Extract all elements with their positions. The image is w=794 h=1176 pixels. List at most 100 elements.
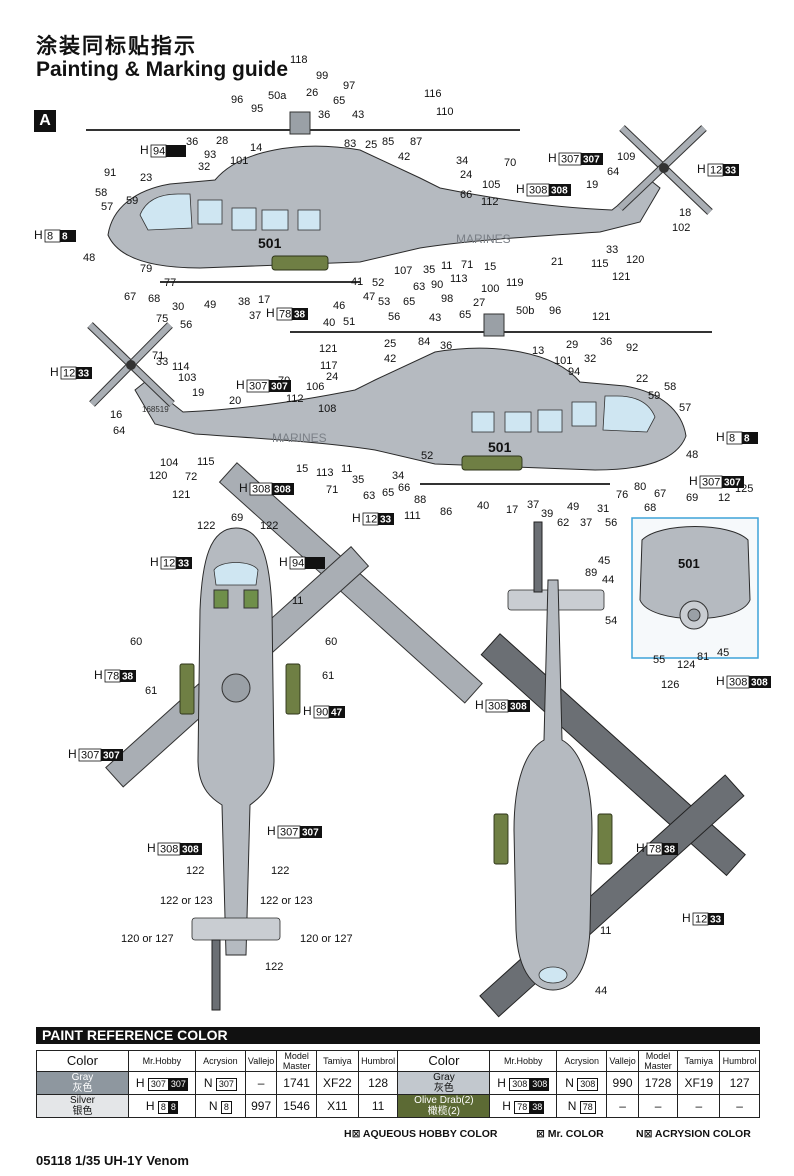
part-callout: 122 bbox=[186, 865, 204, 877]
part-callout: 40 bbox=[477, 500, 489, 512]
part-callout: 58 bbox=[95, 187, 107, 199]
part-callout: 105 bbox=[482, 179, 500, 191]
header-tamiya: Tamiya bbox=[315, 1050, 359, 1072]
part-callout: 76 bbox=[616, 489, 628, 501]
code-number: 12 bbox=[63, 368, 75, 380]
part-callout: 35 bbox=[352, 474, 364, 486]
part-callout: 102 bbox=[672, 222, 690, 234]
part-callout: 34 bbox=[392, 470, 404, 482]
part-callout: 88 bbox=[414, 494, 426, 506]
scheme-badge: A bbox=[34, 110, 56, 132]
code-number: 38 bbox=[294, 310, 306, 321]
part-callout: 41 bbox=[351, 276, 363, 288]
legend-aqueous: H⊠ AQUEOUS HOBBY COLOR bbox=[344, 1128, 498, 1140]
part-callout: 57 bbox=[101, 201, 113, 213]
part-callout: 36 bbox=[186, 136, 198, 148]
part-callout: 85 bbox=[382, 136, 394, 148]
cockpit-window bbox=[139, 193, 193, 231]
header-model-master: Model Master bbox=[637, 1050, 679, 1072]
part-callout: 37 bbox=[527, 499, 539, 511]
part-callout: 45 bbox=[717, 647, 729, 659]
part-callout: 122 bbox=[265, 961, 283, 973]
part-callout: 31 bbox=[597, 503, 609, 515]
code-prefix: H bbox=[150, 555, 159, 569]
code-prefix: H bbox=[716, 674, 725, 688]
rocket-pod bbox=[285, 663, 301, 715]
header-vallejo: Vallejo bbox=[606, 1050, 639, 1072]
part-callout: 106 bbox=[306, 381, 324, 393]
code-number: 307 bbox=[583, 155, 600, 166]
code-number: 33 bbox=[78, 369, 90, 380]
part-callout: 33 bbox=[156, 356, 168, 368]
legend-mr-color: ⊠ Mr. COLOR bbox=[536, 1128, 604, 1140]
code-number: 307 bbox=[280, 827, 298, 839]
rotor-mast bbox=[483, 313, 505, 337]
code-prefix: H bbox=[689, 474, 698, 488]
part-callout: 97 bbox=[343, 80, 355, 92]
part-callout: 33 bbox=[606, 244, 618, 256]
table-header-row: Color Mr.Hobby Acrysion Vallejo Model Ma… bbox=[36, 1050, 760, 1072]
code-number: 307 bbox=[249, 381, 267, 393]
part-callout: 45 bbox=[598, 555, 610, 567]
part-callout: 91 bbox=[104, 167, 116, 179]
callouts-side-top: 118 99 96 50a 26 97 95 65 36 43 116 110 … bbox=[83, 54, 691, 331]
code-number: 33 bbox=[178, 559, 190, 570]
green-panel bbox=[213, 589, 229, 609]
code-number: 38 bbox=[664, 845, 676, 856]
code-number: 308 bbox=[252, 484, 270, 496]
part-callout: 75 bbox=[156, 313, 168, 325]
code-prefix: H bbox=[140, 143, 149, 157]
part-callout: 120 bbox=[149, 470, 167, 482]
header-humbrol: Humbrol bbox=[719, 1050, 760, 1072]
part-callout: 96 bbox=[549, 305, 561, 317]
fuselage-marking: MARINES bbox=[456, 232, 511, 246]
cabin-window bbox=[197, 199, 223, 225]
part-callout: 28 bbox=[216, 135, 228, 147]
fuselage-marking: MARINES bbox=[272, 431, 327, 445]
part-callout: 65 bbox=[459, 309, 471, 321]
part-callout: 118 bbox=[290, 54, 308, 66]
code-number: 33 bbox=[710, 915, 722, 926]
part-callout: 56 bbox=[388, 311, 400, 323]
part-callout: 26 bbox=[306, 87, 318, 99]
part-callout: 89 bbox=[585, 567, 597, 579]
code-prefix: H bbox=[716, 430, 725, 444]
header-mrhobby: Mr.Hobby bbox=[489, 1050, 558, 1072]
code-number: 94 bbox=[153, 146, 165, 158]
part-callout: 38 bbox=[238, 296, 250, 308]
part-callout: 63 bbox=[413, 281, 425, 293]
nose-detail-inset: 501 bbox=[631, 517, 759, 659]
code-number: 308 bbox=[274, 485, 291, 496]
color-code-tag: H 94 bbox=[140, 143, 186, 158]
code-prefix: H bbox=[475, 698, 484, 712]
part-callout: 48 bbox=[686, 449, 698, 461]
part-callout: 66 bbox=[398, 482, 410, 494]
tail-rotor-blade bbox=[533, 521, 543, 593]
cabin-window bbox=[297, 209, 321, 231]
code-number: 308 bbox=[729, 677, 747, 689]
part-callout: 109 bbox=[617, 151, 635, 163]
part-callout: 101 bbox=[554, 355, 572, 367]
part-callout: 14 bbox=[250, 142, 262, 154]
part-callout: 11 bbox=[292, 595, 303, 607]
part-callout: 59 bbox=[648, 390, 660, 402]
part-callout: 100 bbox=[481, 283, 499, 295]
part-callout: 54 bbox=[605, 615, 617, 627]
part-callout: 39 bbox=[541, 508, 553, 520]
illustration-canvas: 501 MARINES 501 MARINES 168519 bbox=[34, 54, 771, 1018]
part-callout: 12 bbox=[718, 492, 730, 504]
header-color: Color bbox=[36, 1050, 129, 1072]
part-callout: 19 bbox=[586, 179, 598, 191]
rocket-pod bbox=[493, 813, 509, 865]
code-prefix: H bbox=[236, 378, 245, 392]
part-callout: 65 bbox=[403, 296, 415, 308]
